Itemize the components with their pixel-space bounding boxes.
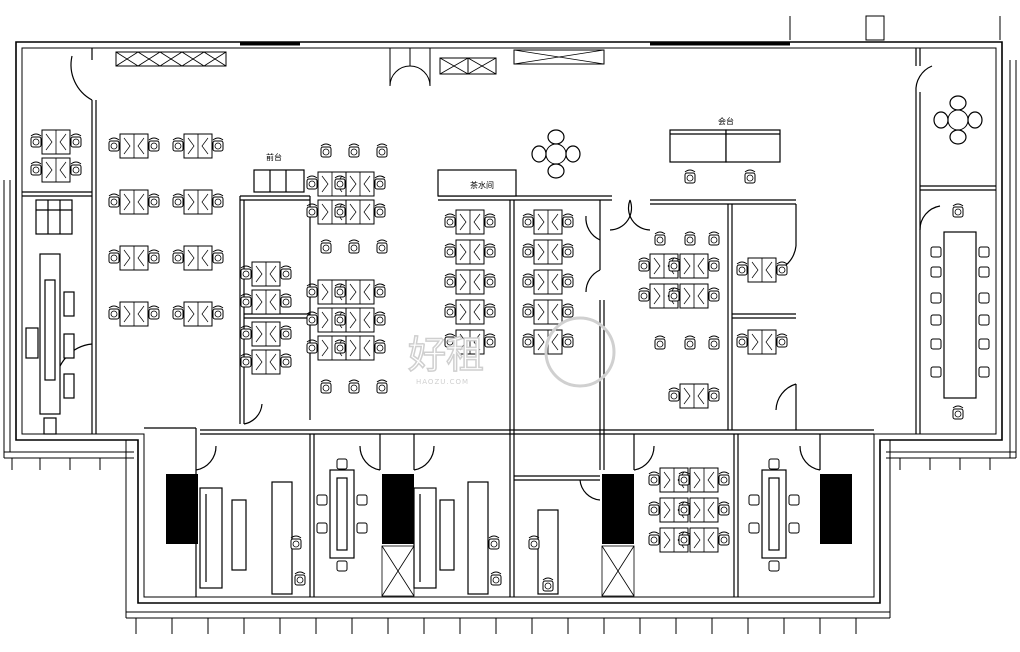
office-chair (488, 535, 500, 550)
office-chair (376, 143, 388, 158)
workstation-desk (523, 240, 573, 264)
office-chair (348, 379, 360, 394)
meeting-chair (356, 522, 368, 534)
conference-chair (978, 314, 990, 326)
conference-chair (930, 314, 942, 326)
conference-chair (978, 266, 990, 278)
workstation-desk (109, 190, 159, 214)
workstation-desk (173, 302, 223, 326)
slab-ticks (11, 458, 991, 634)
shaft-crosses (381, 545, 635, 597)
center-partitions (239, 129, 797, 470)
slab-lines (3, 60, 1017, 619)
watermark-text: 好租 (408, 333, 484, 377)
conference-chair (978, 292, 990, 304)
watermark-sub: HAOZU.COM (416, 378, 469, 386)
left-rooms (22, 48, 97, 435)
workstation-desk (109, 134, 159, 158)
conference-chair (978, 246, 990, 258)
office-chair (294, 571, 306, 586)
meeting-chair (748, 522, 760, 534)
workstation-desk (241, 350, 291, 374)
left-room-desk (31, 130, 81, 182)
office-chair (684, 169, 696, 184)
conference-chair (930, 246, 942, 258)
meeting-chair (748, 494, 760, 506)
meeting-chair (316, 522, 328, 534)
label-room-c: 会台 (718, 116, 734, 126)
outer-walls (15, 41, 1003, 604)
conference-chair (978, 338, 990, 350)
office-chair (490, 571, 502, 586)
conference-chair (930, 366, 942, 378)
workstation-desk (173, 134, 223, 158)
round-table-icon (933, 95, 983, 145)
workstation-desk (523, 210, 573, 234)
office-chair (654, 231, 666, 246)
office-chair (684, 335, 696, 350)
label-room-b: 茶水间 (470, 180, 494, 190)
lower-rooms (144, 427, 874, 597)
office-chair (348, 143, 360, 158)
office-chair (708, 335, 720, 350)
office-chair (654, 335, 666, 350)
workstation-desk (737, 330, 787, 354)
office-chair (744, 169, 756, 184)
workstation-desk (173, 190, 223, 214)
conference-chair (930, 292, 942, 304)
workstation-desk (445, 270, 495, 294)
label-room-a: 前台 (266, 152, 282, 162)
meeting-chair (316, 494, 328, 506)
office-chair (376, 379, 388, 394)
workstation-desk (737, 258, 787, 282)
meeting-chair (356, 494, 368, 506)
meeting-chair (788, 522, 800, 534)
office-chair (684, 231, 696, 246)
workstation-desk (523, 270, 573, 294)
columns (166, 474, 852, 544)
right-rooms (915, 48, 996, 434)
conference-chair (930, 266, 942, 278)
office-chair (320, 379, 332, 394)
workstation-desk (241, 322, 291, 346)
workstation-desk (109, 302, 159, 326)
window-cross-icon (439, 57, 469, 75)
workstation-desk (241, 262, 291, 286)
workstation-desk (669, 384, 719, 408)
office-chair (320, 239, 332, 254)
top-windows (115, 15, 1001, 75)
office-chair (376, 239, 388, 254)
meeting-chair (336, 458, 348, 470)
office-chair (320, 143, 332, 158)
meeting-chair (336, 560, 348, 572)
workstation-desk (445, 210, 495, 234)
office-chair (952, 203, 964, 218)
workstation-desk (173, 246, 223, 270)
office-chair (708, 231, 720, 246)
meeting-chair (768, 458, 780, 470)
watermark: 好租 HAOZU.COM (407, 316, 616, 388)
meeting-chair (768, 560, 780, 572)
workstation-desk (445, 300, 495, 324)
workstation-desk (241, 290, 291, 314)
workstation-desk (109, 246, 159, 270)
workstation-desk (445, 240, 495, 264)
conference-chair (930, 338, 942, 350)
entrance-door (389, 48, 431, 87)
meeting-chair (788, 494, 800, 506)
office-chair (952, 405, 964, 420)
office-chair (348, 239, 360, 254)
conference-chair (978, 366, 990, 378)
